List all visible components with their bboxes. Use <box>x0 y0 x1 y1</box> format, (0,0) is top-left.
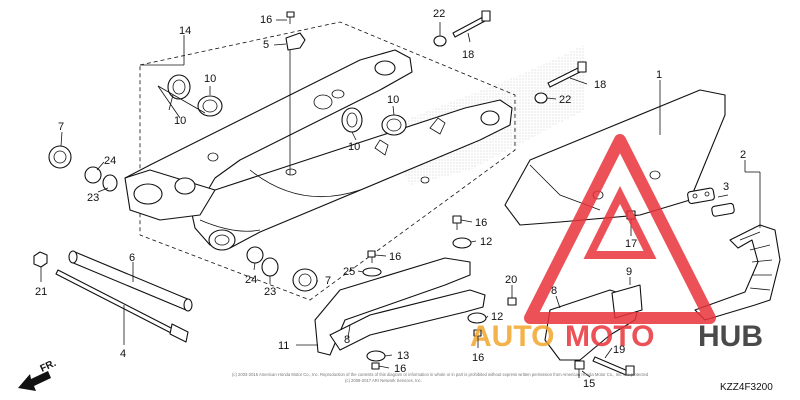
callout-25: 25 <box>343 266 355 278</box>
callout-24: 24 <box>245 274 257 286</box>
chain-slider <box>314 257 486 356</box>
callout-10: 10 <box>387 94 399 106</box>
callout-18: 18 <box>462 49 474 61</box>
callout-17: 17 <box>625 238 637 250</box>
bushing-right <box>261 257 279 277</box>
callout-19: 19 <box>613 344 625 356</box>
callout-13: 13 <box>397 350 409 362</box>
callout-24: 24 <box>104 155 116 167</box>
callout-7: 7 <box>58 121 64 133</box>
guide-bolt-short <box>574 360 585 378</box>
callout-14: 14 <box>179 25 191 37</box>
callout-3: 3 <box>723 181 729 193</box>
bearing-right-top <box>341 107 363 133</box>
callout-12: 12 <box>480 236 492 248</box>
front-indicator: FR. <box>39 358 58 375</box>
watermark-auto: AUTO <box>470 320 554 353</box>
callout-21: 21 <box>35 286 47 298</box>
guide-bolt-long <box>592 356 635 376</box>
callout-11: 11 <box>278 340 289 352</box>
pivot-nut <box>33 251 48 268</box>
dust-cap-right <box>292 268 318 292</box>
callout-10: 10 <box>174 115 186 127</box>
callout-9: 9 <box>626 266 632 278</box>
dust-cap-left <box>48 145 72 169</box>
slider-grommet-bottom <box>366 350 386 362</box>
callout-16: 16 <box>260 14 272 26</box>
callout-18: 18 <box>594 79 606 91</box>
chain-guide <box>544 284 643 361</box>
callout-16: 16 <box>389 251 401 263</box>
watermark-moto: MOTO <box>565 320 654 353</box>
adjust-bolt-top <box>452 10 491 38</box>
slider-bolt-bottom <box>371 362 380 370</box>
callout-8: 8 <box>344 334 350 346</box>
callout-10: 10 <box>204 73 216 85</box>
callout-16: 16 <box>475 217 487 229</box>
callout-5: 5 <box>263 39 269 51</box>
callout-16: 16 <box>394 363 406 375</box>
nut-top <box>433 35 447 47</box>
nut-right <box>534 92 548 104</box>
callout-8: 8 <box>551 285 557 297</box>
guide-bolt-16 <box>473 329 482 337</box>
swingarm-group-outline <box>139 21 516 301</box>
collar-left <box>84 166 102 184</box>
callout-4: 4 <box>120 348 126 360</box>
bearing-left-bottom <box>197 95 223 117</box>
callout-23: 23 <box>264 286 276 298</box>
callout-12: 12 <box>491 311 503 323</box>
master-link <box>687 187 735 217</box>
bearing-left-top <box>167 74 191 100</box>
bolt-top <box>286 11 295 24</box>
callout-23: 23 <box>87 192 99 204</box>
callout-20: 20 <box>505 274 517 286</box>
adjust-bolt-right <box>547 61 587 88</box>
slider-bolt-mid <box>367 250 376 263</box>
slider-washer-25 <box>362 267 382 277</box>
copyright-line-2: (c) 2008-2017 ARI Network Services, Inc. <box>345 378 422 383</box>
front-arrow-icon <box>18 371 51 391</box>
chain-guide-clip <box>285 32 306 51</box>
callout-6: 6 <box>129 252 135 264</box>
bushing-left <box>102 174 118 192</box>
collar-right <box>246 246 264 264</box>
swingarm <box>124 49 513 251</box>
callout-7: 7 <box>325 275 331 287</box>
callout-22: 22 <box>433 8 445 20</box>
callout-22: 22 <box>559 94 571 106</box>
leader-lines <box>40 19 761 378</box>
pivot-collar <box>68 250 193 312</box>
callout-15: 15 <box>583 378 595 390</box>
diagram-code: KZZ4F3200 <box>720 382 773 393</box>
callout-1: 1 <box>656 69 662 81</box>
callout-labels: 14 10 10 16 5 10 10 22 18 18 22 1 2 3 17… <box>35 8 746 390</box>
callout-16: 16 <box>472 352 484 364</box>
pivot-bolt <box>55 269 189 343</box>
copyright-line-1: (c) 2003-2015 American Honda Motor Co., … <box>232 372 649 377</box>
slider-grommet-top <box>452 237 472 249</box>
callout-10: 10 <box>348 141 360 153</box>
watermark-logo: AUTO MOTO HUB <box>470 134 763 353</box>
watermark-hub: HUB <box>698 320 763 353</box>
guide-bolt-20 <box>507 297 517 306</box>
callout-2: 2 <box>740 149 746 161</box>
slider-bolt-top <box>452 215 462 230</box>
bearing-right-bottom <box>381 114 407 136</box>
